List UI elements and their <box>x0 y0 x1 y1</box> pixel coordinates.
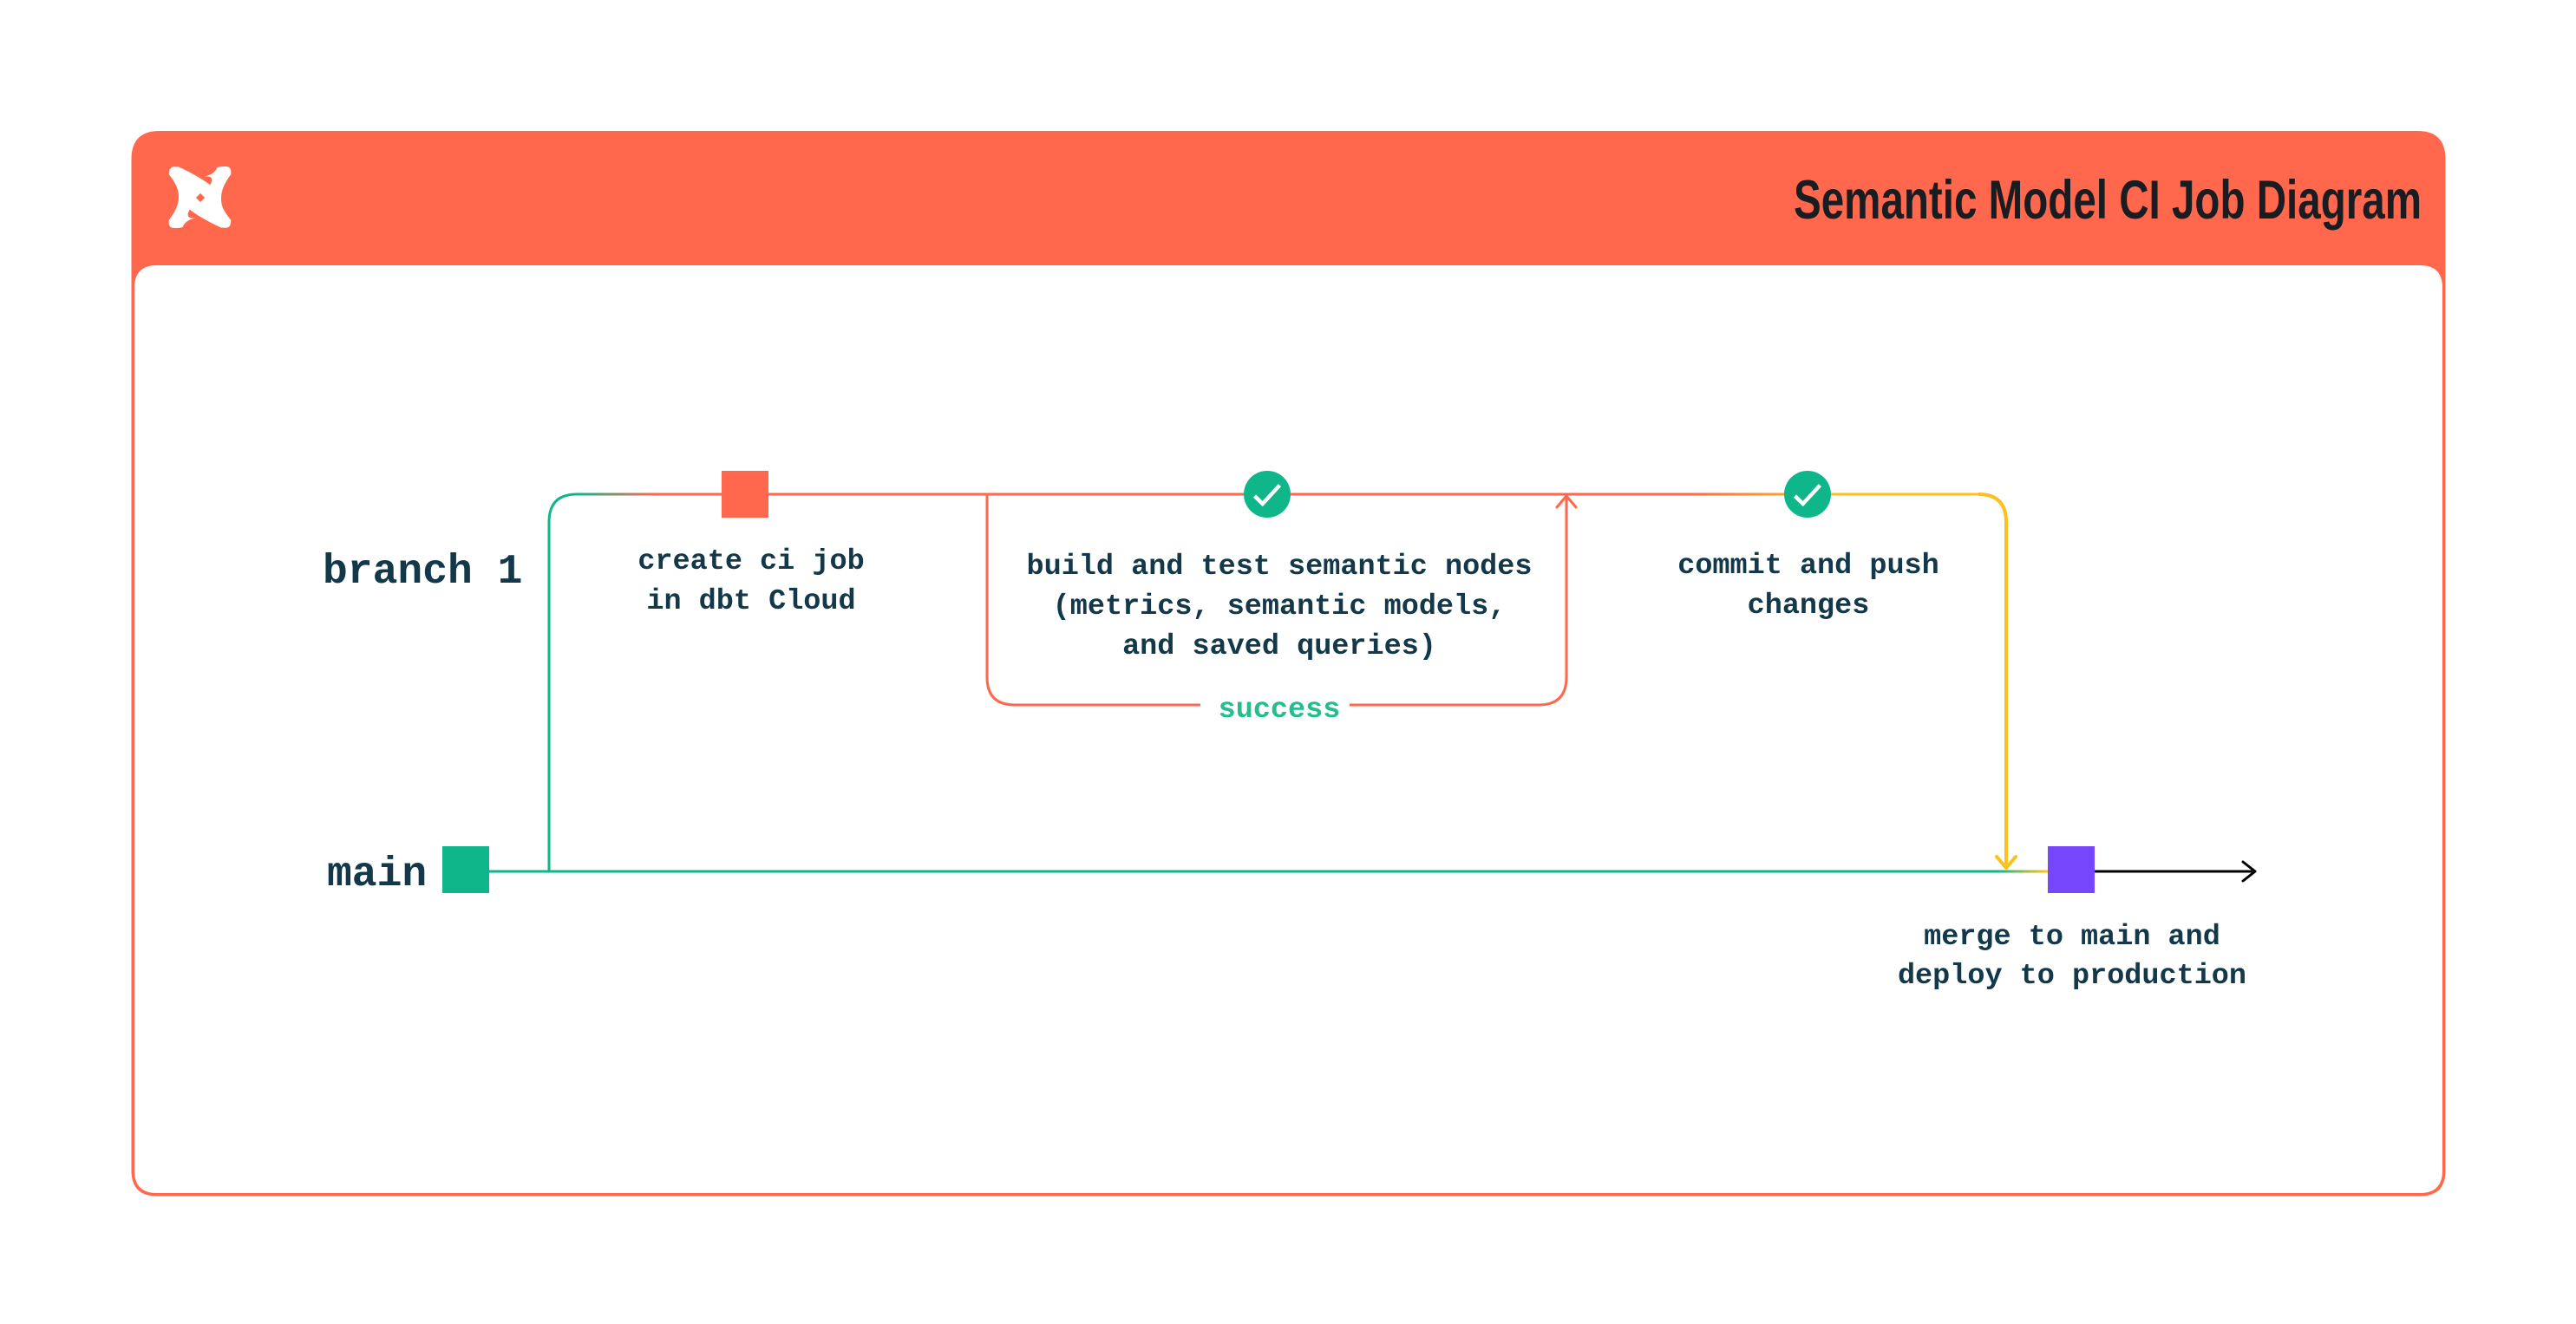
svg-text:main: main <box>327 851 427 898</box>
svg-text:and saved queries): and saved queries) <box>1122 630 1436 663</box>
svg-text:merge to main and: merge to main and <box>1924 921 2220 954</box>
svg-text:deploy to production: deploy to production <box>1898 960 2246 993</box>
svg-text:(metrics, semantic models,: (metrics, semantic models, <box>1053 590 1507 623</box>
svg-text:build and test semantic nodes: build and test semantic nodes <box>1027 551 1533 584</box>
svg-text:commit and push: commit and push <box>1677 550 1939 583</box>
svg-text:changes: changes <box>1748 590 1870 623</box>
svg-text:Semantic Model CI Job Diagram: Semantic Model CI Job Diagram <box>1794 170 2422 231</box>
svg-text:branch 1: branch 1 <box>323 549 522 596</box>
svg-text:in dbt Cloud: in dbt Cloud <box>646 585 855 618</box>
svg-text:create ci job: create ci job <box>637 545 864 578</box>
svg-text:success: success <box>1219 694 1341 727</box>
